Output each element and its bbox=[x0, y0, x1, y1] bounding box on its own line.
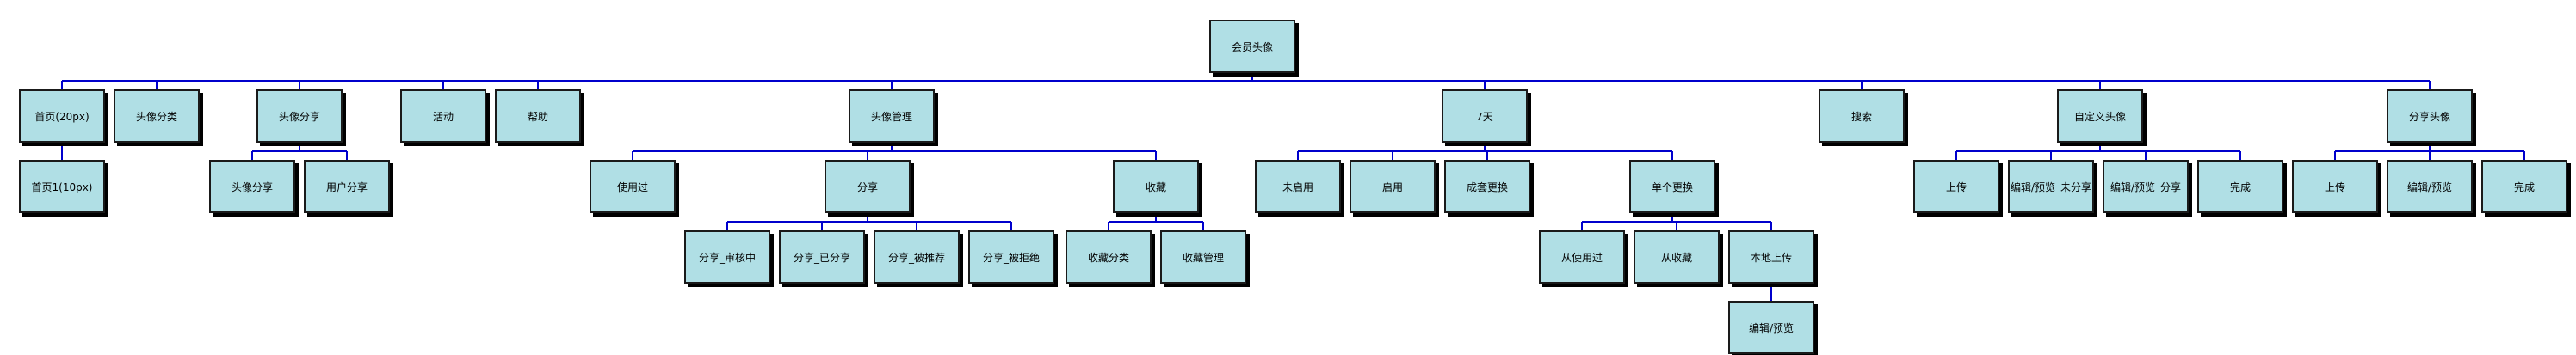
node-share-rejected: 分享_被拒绝 bbox=[968, 230, 1054, 284]
node-search: 搜索 bbox=[1819, 89, 1905, 143]
node-from-used: 从使用过 bbox=[1539, 230, 1625, 284]
node-used: 使用过 bbox=[590, 160, 676, 213]
node-enabled: 启用 bbox=[1350, 160, 1436, 213]
node-share-reviewing: 分享_审核中 bbox=[684, 230, 770, 284]
node-root-member-avatar: 会员头像 bbox=[1209, 20, 1295, 73]
node-home: 首页(20px) bbox=[19, 89, 105, 143]
node-avatar-management: 头像管理 bbox=[849, 89, 935, 143]
node-share: 分享 bbox=[825, 160, 911, 213]
node-single-change: 单个更换 bbox=[1629, 160, 1715, 213]
node-share-avatar: 分享头像 bbox=[2387, 89, 2473, 143]
node-custom-done: 完成 bbox=[2197, 160, 2283, 213]
node-home1: 首页1(10px) bbox=[19, 160, 105, 213]
node-custom-edit-shared: 编辑/预览_分享 bbox=[2103, 160, 2189, 213]
node-avatar-share-sub: 头像分享 bbox=[209, 160, 295, 213]
node-disabled: 未启用 bbox=[1255, 160, 1341, 213]
node-from-favorite: 从收藏 bbox=[1634, 230, 1720, 284]
node-custom-edit-unshared: 编辑/预览_未分享 bbox=[2008, 160, 2094, 213]
node-favorite-management: 收藏管理 bbox=[1160, 230, 1246, 284]
node-set-change: 成套更换 bbox=[1444, 160, 1530, 213]
node-share-avatar-done: 完成 bbox=[2481, 160, 2567, 213]
node-share-avatar-edit-preview: 编辑/预览 bbox=[2387, 160, 2473, 213]
node-user-share: 用户分享 bbox=[304, 160, 390, 213]
node-share-recommended: 分享_被推荐 bbox=[874, 230, 960, 284]
node-favorite-category: 收藏分类 bbox=[1066, 230, 1152, 284]
node-share-avatar-upload: 上传 bbox=[2292, 160, 2378, 213]
node-help: 帮助 bbox=[495, 89, 581, 143]
node-local-upload: 本地上传 bbox=[1728, 230, 1814, 284]
node-avatar-category: 头像分类 bbox=[114, 89, 200, 143]
node-favorite: 收藏 bbox=[1113, 160, 1199, 213]
node-share-shared: 分享_已分享 bbox=[779, 230, 865, 284]
node-activity: 活动 bbox=[400, 89, 486, 143]
node-custom-avatar: 自定义头像 bbox=[2057, 89, 2143, 143]
node-7-days: 7天 bbox=[1442, 89, 1528, 143]
node-local-edit-preview: 编辑/预览 bbox=[1728, 301, 1814, 354]
node-avatar-share: 头像分享 bbox=[256, 89, 343, 143]
node-custom-upload: 上传 bbox=[1913, 160, 1999, 213]
